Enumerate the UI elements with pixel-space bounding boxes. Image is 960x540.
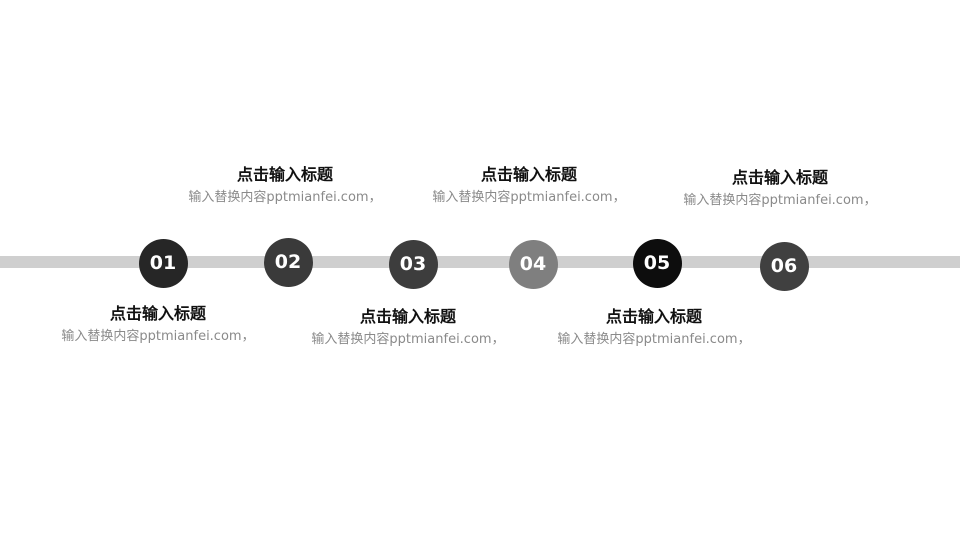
step-description[interactable]: 输入替换内容pptmianfei.com， — [188, 190, 382, 205]
step-node-5: 05 — [632, 238, 682, 288]
step-node-6: 06 — [759, 241, 809, 291]
step-description[interactable]: 输入替换内容pptmianfei.com， — [557, 332, 751, 347]
timeline-bar — [0, 256, 960, 268]
step-description[interactable]: 输入替换内容pptmianfei.com， — [683, 193, 877, 208]
step-label-6: 点击输入标题输入替换内容pptmianfei.com， — [650, 168, 910, 210]
step-description[interactable]: 输入替换内容pptmianfei.com， — [61, 329, 255, 344]
step-label-3: 点击输入标题输入替换内容pptmianfei.com， — [278, 307, 538, 349]
step-title[interactable]: 点击输入标题 — [109, 304, 206, 323]
step-label-5: 点击输入标题输入替换内容pptmianfei.com， — [524, 307, 784, 349]
step-title[interactable]: 点击输入标题 — [359, 307, 456, 326]
step-node-4: 04 — [508, 239, 558, 289]
step-label-4: 点击输入标题输入替换内容pptmianfei.com， — [399, 165, 659, 207]
step-label-1: 点击输入标题输入替换内容pptmianfei.com， — [28, 304, 288, 346]
step-node-2: 02 — [263, 237, 313, 287]
step-description[interactable]: 输入替换内容pptmianfei.com， — [311, 332, 505, 347]
step-title[interactable]: 点击输入标题 — [480, 165, 577, 184]
step-label-2: 点击输入标题输入替换内容pptmianfei.com， — [155, 165, 415, 207]
step-node-3: 03 — [388, 239, 438, 289]
step-node-1: 01 — [138, 238, 188, 288]
step-title[interactable]: 点击输入标题 — [236, 165, 333, 184]
step-description[interactable]: 输入替换内容pptmianfei.com， — [432, 190, 626, 205]
step-title[interactable]: 点击输入标题 — [605, 307, 702, 326]
step-title[interactable]: 点击输入标题 — [731, 168, 828, 187]
